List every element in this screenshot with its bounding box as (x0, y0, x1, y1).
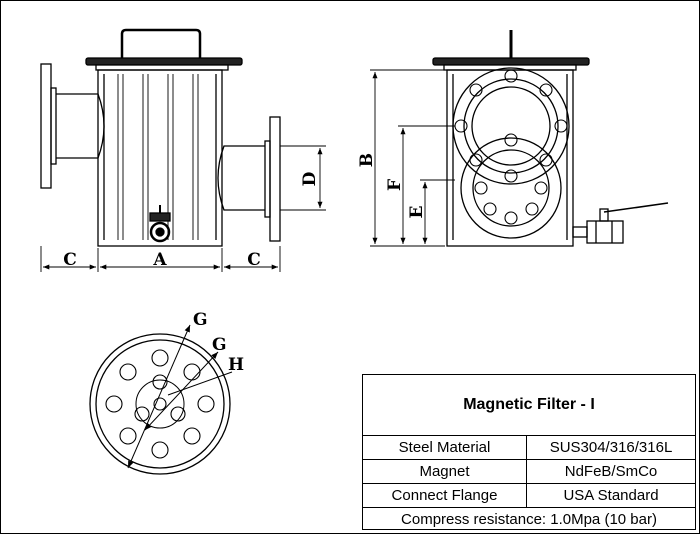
spec-row-compress: Compress resistance: 1.0Mpa (10 bar) (363, 508, 695, 531)
spec-title: Magnetic Filter - I (363, 375, 695, 436)
dim-b: B (357, 153, 377, 167)
spec-row-flange: Connect Flange USA Standard (363, 484, 695, 508)
spec-value: USA Standard (563, 487, 659, 504)
dim-a: A (152, 250, 167, 270)
spec-compress: Compress resistance: 1.0Mpa (10 bar) (401, 511, 657, 528)
front-view (40, 28, 326, 272)
dim-d: D (300, 171, 320, 186)
spec-label: Connect Flange (363, 484, 527, 507)
dim-g-inner: G (212, 335, 227, 355)
dim-g-outer: G (193, 310, 208, 330)
spec-label: Magnet (363, 460, 527, 483)
dim-c-left: C (63, 250, 77, 270)
dim-h: H (228, 355, 244, 375)
side-view (370, 30, 669, 247)
spec-table: Magnetic Filter - I Steel Material SUS30… (362, 374, 696, 530)
dim-c-right: C (247, 250, 261, 270)
flange-view (89, 324, 233, 475)
dim-f: F (385, 179, 405, 191)
spec-value: SUS304/316/316L (549, 439, 673, 456)
dim-e: E (407, 205, 427, 218)
spec-row-material: Steel Material SUS304/316/316L (363, 436, 695, 460)
spec-label: Steel Material (363, 436, 527, 459)
spec-row-magnet: Magnet NdFeB/SmCo (363, 460, 695, 484)
spec-value: NdFeB/SmCo (564, 463, 658, 480)
